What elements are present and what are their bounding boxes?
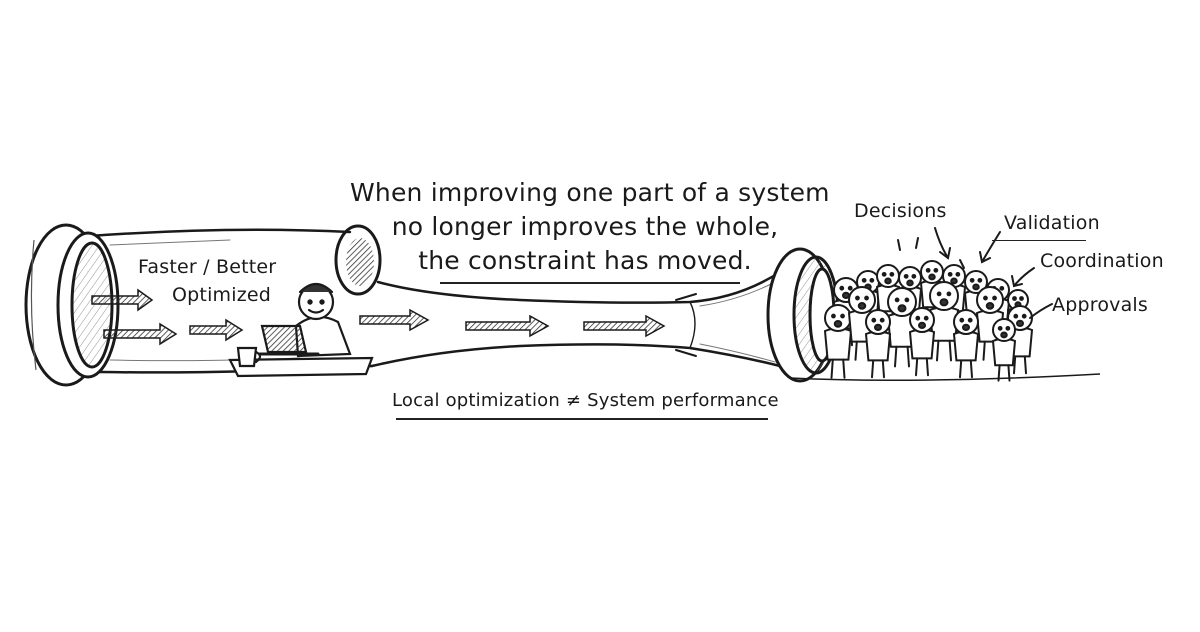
left-label-line-1: Faster / Better [138, 256, 277, 278]
headline-line-1: When improving one part of a system [350, 178, 830, 207]
headline-line-3: the constraint has moved. [418, 246, 752, 275]
flow-arrows [91, 288, 666, 346]
ground-line [789, 373, 1101, 381]
crowd-person [886, 287, 918, 368]
headline-underline [440, 282, 740, 284]
stress-marks [897, 237, 965, 269]
left-label-line-2: Optimized [172, 284, 272, 306]
caption-underline [396, 418, 768, 420]
crowd-person [928, 281, 960, 362]
crowd-person [823, 304, 853, 379]
worker-at-laptop [228, 282, 374, 378]
label-pointers [934, 227, 1053, 319]
left-flange [24, 223, 120, 387]
label-decisions: Decisions [854, 200, 947, 222]
narrow-pipe [370, 270, 782, 368]
crowd-person [952, 309, 980, 379]
crowd-person [991, 318, 1017, 382]
bottom-caption: Local optimization ≠ System performance [392, 390, 779, 411]
crowd-person [908, 307, 936, 377]
label-approvals: Approvals [1052, 294, 1149, 316]
crowd [823, 260, 1034, 382]
validation-underline [992, 240, 1086, 241]
headline-line-2: no longer improves the whole, [391, 212, 779, 241]
label-validation: Validation [1004, 212, 1100, 234]
label-coordination: Coordination [1040, 250, 1164, 272]
crowd-person [864, 309, 892, 379]
